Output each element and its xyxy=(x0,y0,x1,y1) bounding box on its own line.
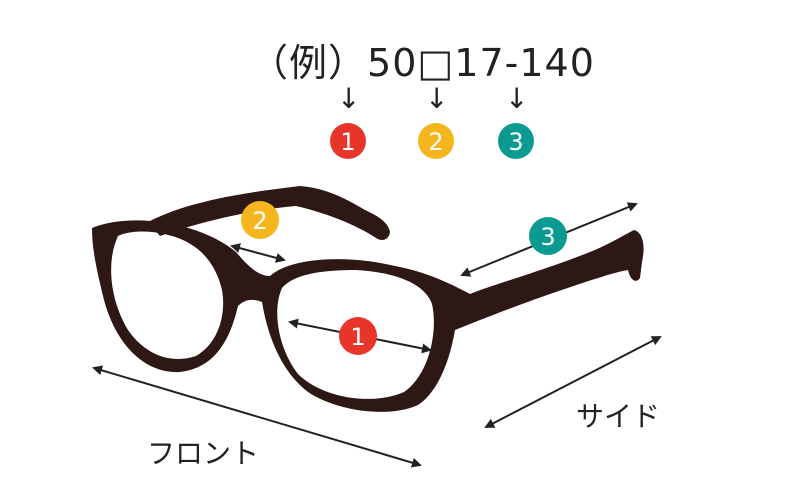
glasses-frame xyxy=(92,220,644,412)
side-length-arrow xyxy=(484,336,662,428)
front-width-arrow xyxy=(92,365,422,468)
example-temple-length: 140 xyxy=(519,41,595,85)
example-line: （例）50□17-140 xyxy=(250,38,595,88)
bridge-width-arrow xyxy=(230,243,286,263)
down-arrow-icon: ↓ xyxy=(505,82,528,115)
badge-3-temple-number: 3 xyxy=(540,223,555,251)
badge-1-top: 1 xyxy=(330,123,366,159)
badge-3-temple: 3 xyxy=(529,217,567,255)
down-arrow-icon: ↓ xyxy=(337,82,360,115)
example-separator: □ xyxy=(417,41,455,85)
badge-1-top-number: 1 xyxy=(340,128,355,156)
example-dash: - xyxy=(504,41,520,85)
example-bridge-width: 17 xyxy=(454,41,505,85)
down-arrow-icon: ↓ xyxy=(425,82,448,115)
front-label: フロント xyxy=(147,437,260,470)
badge-3-top-number: 3 xyxy=(508,128,523,156)
back-temple xyxy=(148,186,390,240)
example-lens-width: 50 xyxy=(367,41,418,85)
badge-1-lens: 1 xyxy=(339,317,377,355)
badge-2-bridge-number: 2 xyxy=(252,207,267,235)
badge-2-bridge: 2 xyxy=(241,201,279,239)
side-label: サイド xyxy=(576,400,661,433)
example-prefix: （例） xyxy=(250,41,368,85)
badge-2-top-number: 2 xyxy=(428,128,443,156)
badge-2-top: 2 xyxy=(418,123,454,159)
badge-3-top: 3 xyxy=(498,123,534,159)
badge-1-lens-number: 1 xyxy=(350,323,365,351)
